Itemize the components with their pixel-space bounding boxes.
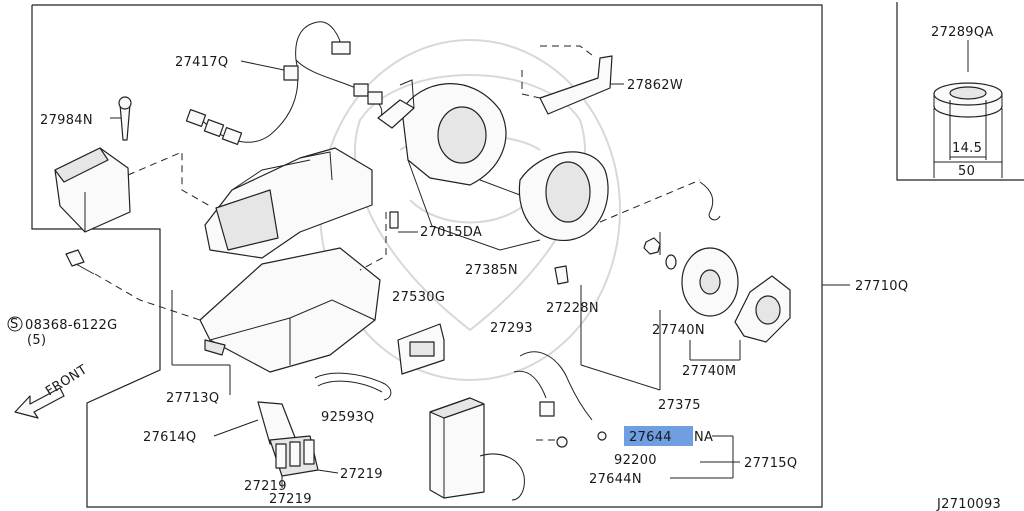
label-27219-right: 27219 [340,467,383,482]
upper-housing-drawing [204,147,373,259]
label-27417q: 27417Q [175,55,228,70]
label-92200: 92200 [614,453,657,468]
fan-scroll-drawing [377,79,609,251]
label-27530g: 27530G [392,290,445,305]
strap-bracket-drawing [521,45,624,115]
label-27015da: 27015DA [420,225,482,240]
label-27862w: 27862W [627,78,683,93]
label-92593q: 92593Q [321,410,374,425]
dimension-outer: 50 [958,164,975,179]
wiring-harness-drawing [185,21,383,145]
label-27614q: 27614Q [143,430,196,445]
label-27375: 27375 [658,398,701,413]
label-27644-suffix: NA [694,430,713,445]
gasket-resistor-drawing [257,401,339,488]
screw-prefix: S [10,317,19,332]
label-27219-bottom: 27219 [269,492,312,507]
front-arrow [14,387,65,419]
label-27984n: 27984N [40,113,93,128]
highlighted-part-label[interactable]: 27644 NA [624,426,713,446]
label-screw-qty: (5) [27,333,46,348]
label-27710q: 27710Q [855,279,908,294]
screw-symbol-icon [7,316,23,332]
duct-bracket-drawing [54,96,211,233]
evaporator-drawing [429,351,607,501]
dimension-inner: 14.5 [952,141,982,156]
bolt-drawing [65,249,201,321]
highlight-box [624,426,693,446]
label-27644-highlighted[interactable]: 27644 [629,430,672,445]
grommet-drawing [933,40,1003,178]
screw-label: S 08368-6122G (5) [7,316,118,348]
label-27740m: 27740M [682,364,736,379]
label-27293: 27293 [490,321,533,336]
diagram-id: J2710093 [936,497,1001,511]
label-27219-left: 27219 [244,479,287,494]
label-27228n: 27228N [546,301,599,316]
blower-motor-drawing [599,179,791,343]
label-27385n: 27385N [465,263,518,278]
leader-lines [171,285,741,479]
label-27715q: 27715Q [744,456,797,471]
label-27713q: 27713Q [166,391,219,406]
mounting-plate-drawing [397,323,445,375]
main-frame [31,4,850,508]
label-front: FRONT [43,362,90,399]
hose-drawing [314,372,392,401]
label-27289qa: 27289QA [931,25,994,40]
clip-drawing [359,211,418,271]
label-screw-code: 08368-6122G [25,318,118,333]
lower-housing-drawing [199,247,381,373]
inset-box [896,2,1024,181]
label-27740n: 27740N [652,323,705,338]
small-parts-drawing [554,181,721,285]
label-27644n: 27644N [589,472,642,487]
